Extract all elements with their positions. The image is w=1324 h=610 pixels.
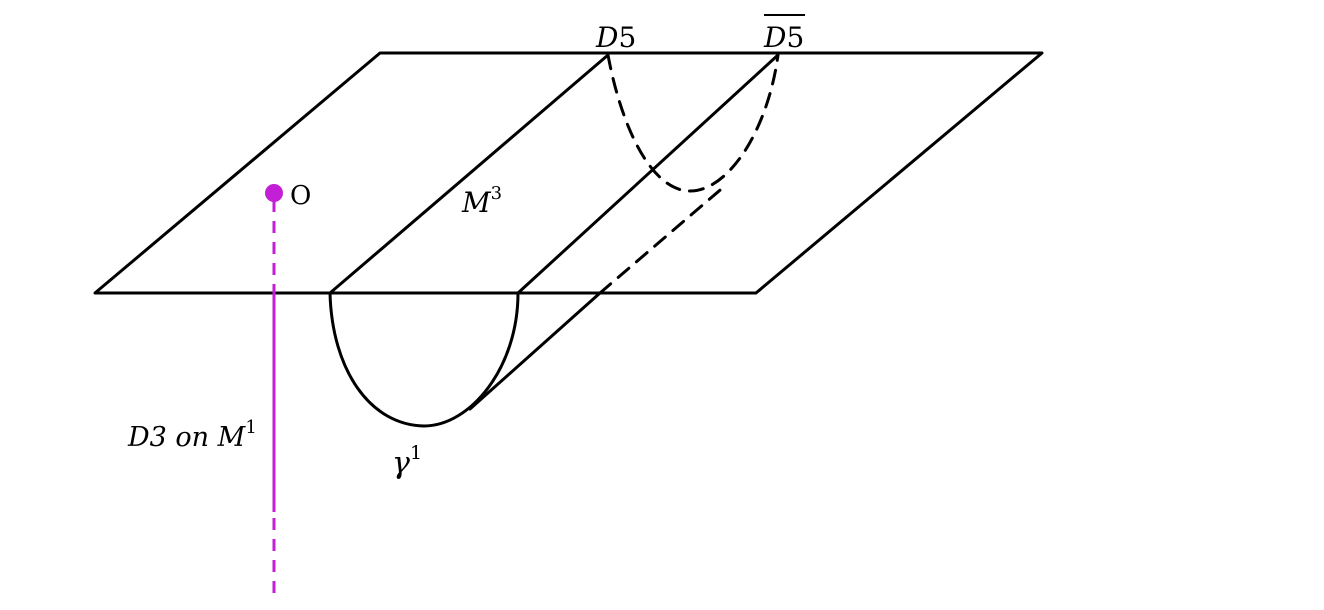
point-o-marker [265,184,283,202]
d5bar-label: D5 [763,21,804,54]
d3-label: D3 on M1 [127,417,257,453]
point-o-label: O [290,181,311,211]
gamma-label: γ1 [392,442,422,481]
m3-label: M3 [461,183,502,219]
d5-label: D5 [595,21,636,54]
gamma-cycle-arc [328,291,520,428]
d5bar-brane-line [516,53,780,295]
d5-brane-line [328,53,610,295]
tube-tangent-line [468,291,602,411]
hidden-cycle-arc [606,53,780,193]
plane [93,51,1044,295]
hidden-tangent-line [598,183,728,295]
